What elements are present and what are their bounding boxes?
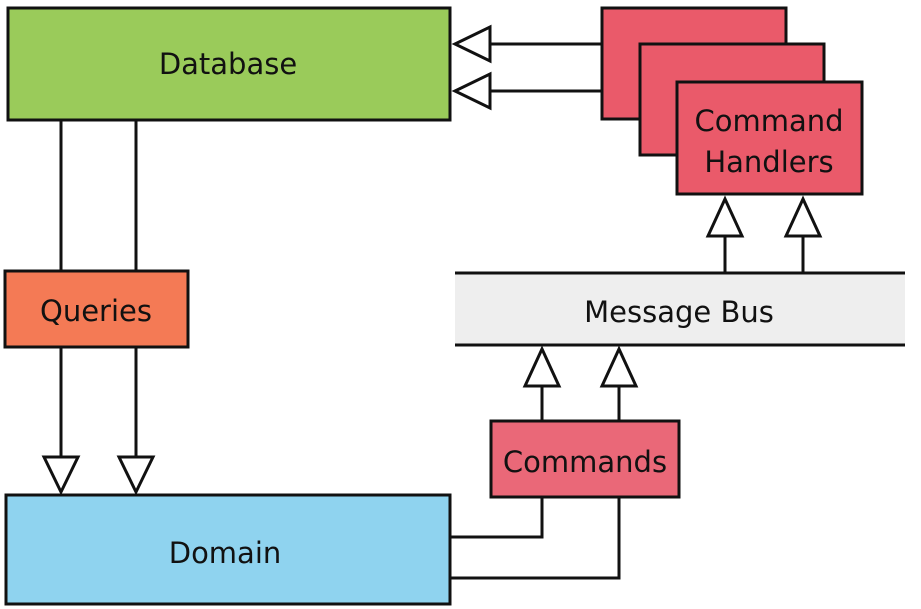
domain-box: [4, 493, 452, 606]
domain-label: Domain: [169, 536, 282, 570]
arrowhead-into-domain-right: [116, 455, 156, 496]
message-bus-node: Message Bus: [455, 271, 905, 347]
database-box: [6, 6, 452, 122]
commands-box: [489, 419, 681, 499]
command-handlers-box-front: [675, 80, 864, 196]
arrowhead-into-bus-left: [522, 345, 562, 388]
command-handlers-label-line2: Handlers: [704, 145, 833, 179]
database-label: Database: [159, 47, 297, 81]
command-handlers-label-line1: Command: [694, 104, 843, 138]
message-bus-label: Message Bus: [584, 295, 774, 329]
arrowhead-into-domain-left: [41, 455, 81, 496]
commands-label: Commands: [503, 445, 667, 479]
command-handlers-node: Command Handlers: [600, 6, 864, 196]
arrowhead-into-bus-right: [599, 345, 639, 388]
arrowhead-into-database-bottom: [451, 71, 492, 111]
queries-label: Queries: [40, 294, 152, 328]
arrowhead-into-handlers-left: [705, 195, 745, 238]
domain-to-commands-line-lower: [450, 497, 621, 580]
commands-node: Commands: [489, 419, 681, 499]
domain-node: Domain: [4, 493, 452, 606]
arrowhead-into-database-top: [451, 24, 492, 64]
database-node: Database: [6, 6, 452, 122]
message-bus-box: [455, 273, 905, 345]
domain-to-commands-line-upper: [450, 497, 544, 539]
queries-node: Queries: [3, 269, 190, 349]
queries-box: [3, 269, 190, 349]
arrowhead-into-handlers-right: [783, 195, 823, 238]
